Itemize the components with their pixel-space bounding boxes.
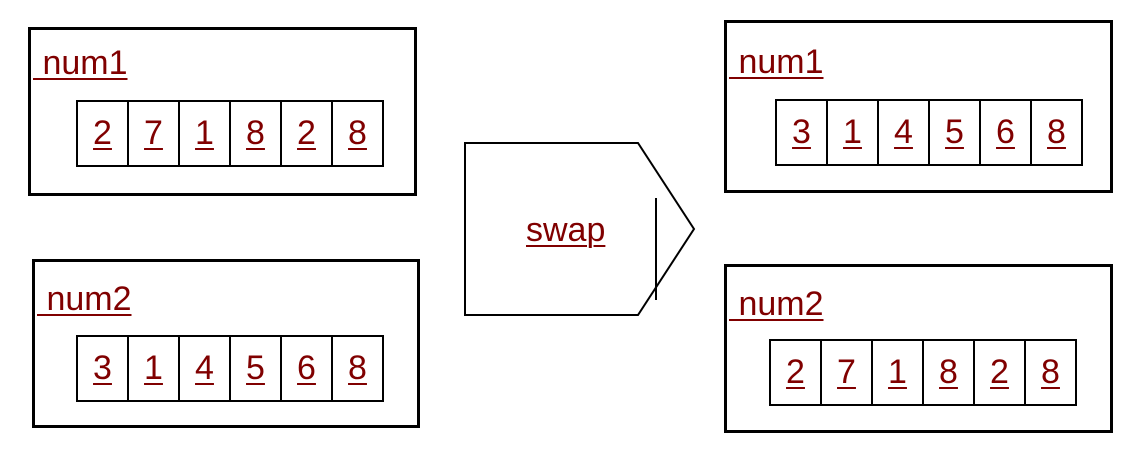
digit-cell: 1 <box>828 99 879 166</box>
after-num1-label: num1 <box>729 43 824 81</box>
digit-cell: 2 <box>771 339 822 406</box>
digit-cell: 2 <box>78 100 129 167</box>
digit-cell: 8 <box>1032 99 1083 166</box>
digit-cell: 5 <box>231 335 282 402</box>
after-num2-panel: num2 2 7 1 8 2 8 <box>724 264 1113 433</box>
after-num1-panel: num1 3 1 4 5 6 8 <box>724 20 1113 193</box>
digit-cell: 2 <box>975 339 1026 406</box>
digit-cell: 4 <box>180 335 231 402</box>
after-num1-array: 3 1 4 5 6 8 <box>775 99 1083 166</box>
digit-cell: 7 <box>822 339 873 406</box>
digit-cell: 8 <box>924 339 975 406</box>
after-num2-label: num2 <box>729 285 824 323</box>
before-num2-panel: num2 3 1 4 5 6 8 <box>32 259 420 428</box>
digit-cell: 8 <box>1026 339 1077 406</box>
digit-cell: 5 <box>930 99 981 166</box>
before-num1-label: num1 <box>33 44 128 82</box>
digit-cell: 1 <box>129 335 180 402</box>
digit-cell: 6 <box>282 335 333 402</box>
digit-cell: 1 <box>873 339 924 406</box>
digit-cell: 3 <box>78 335 129 402</box>
swap-label: swap <box>526 211 606 249</box>
digit-cell: 3 <box>777 99 828 166</box>
digit-cell: 8 <box>333 100 384 167</box>
digit-cell: 8 <box>333 335 384 402</box>
before-num2-label: num2 <box>37 280 132 318</box>
digit-cell: 7 <box>129 100 180 167</box>
before-num1-array: 2 7 1 8 2 8 <box>76 100 384 167</box>
after-num2-array: 2 7 1 8 2 8 <box>769 339 1077 406</box>
before-num1-panel: num1 2 7 1 8 2 8 <box>28 27 417 196</box>
digit-cell: 8 <box>231 100 282 167</box>
digit-cell: 6 <box>981 99 1032 166</box>
swap-arrow-outline <box>464 142 696 316</box>
digit-cell: 1 <box>180 100 231 167</box>
digit-cell: 4 <box>879 99 930 166</box>
before-num2-array: 3 1 4 5 6 8 <box>76 335 384 402</box>
digit-cell: 2 <box>282 100 333 167</box>
